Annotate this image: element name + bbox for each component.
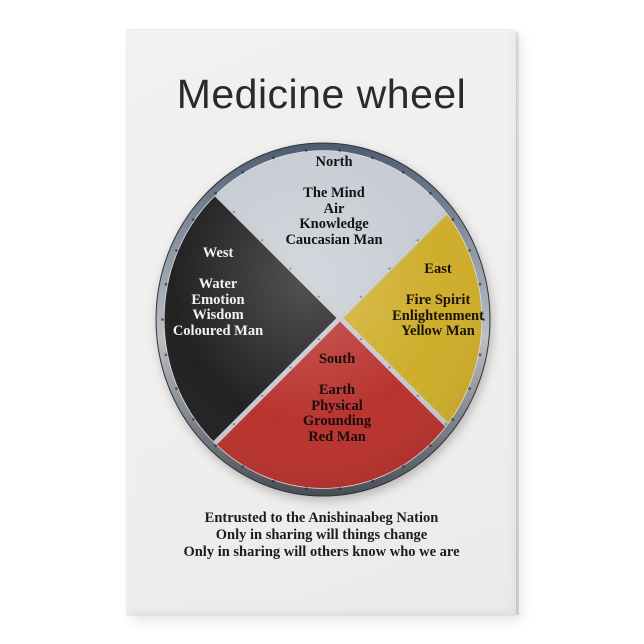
rim-rivets xyxy=(161,149,485,490)
quadrant-item: Enlightenment xyxy=(392,307,484,324)
quadrant-item: Earth xyxy=(318,382,356,399)
footer-line: Only in sharing will things change xyxy=(215,526,428,543)
quadrant-direction-north: North xyxy=(315,154,353,170)
quadrant-item: Water xyxy=(198,276,238,293)
quadrant-item: Coloured Man xyxy=(172,322,264,339)
medicine-wheel-graphic xyxy=(155,142,491,497)
quadrant-direction-south: South xyxy=(318,351,356,367)
quadrant-item: Knowledge xyxy=(299,216,369,233)
quadrant-item: Red Man xyxy=(308,428,366,445)
canvas-side-edge xyxy=(516,32,519,615)
quadrant-item: Wisdom xyxy=(192,307,244,324)
poster-footer: Entrusted to the Anishinaabeg Nation Onl… xyxy=(127,510,516,560)
poster-title: Medicine wheel xyxy=(176,71,467,117)
quadrant-item: Emotion xyxy=(191,291,245,308)
poster-canvas: Medicine wheel xyxy=(127,30,516,615)
quadrant-east: East Fire Spirit Enlightenment Yellow Ma… xyxy=(358,261,518,340)
quadrant-north: North The Mind Air Knowledge Caucasian M… xyxy=(234,154,434,248)
footer-line: Only in sharing will others know who we … xyxy=(183,543,460,560)
quadrant-west: West Water Emotion Wisdom Coloured Man xyxy=(138,245,298,339)
quadrant-item: Caucasian Man xyxy=(285,231,383,248)
quadrant-item: The Mind xyxy=(303,185,365,202)
quadrant-item: Physical xyxy=(311,397,363,414)
wheel-shading xyxy=(164,151,482,488)
medicine-wheel xyxy=(154,141,492,498)
quadrant-item: Air xyxy=(323,200,345,217)
quadrant-south: South Earth Physical Grounding Red Man xyxy=(237,351,437,445)
quadrant-direction-west: West xyxy=(202,245,234,261)
quadrant-item: Grounding xyxy=(302,413,372,430)
quadrant-direction-east: East xyxy=(424,261,452,277)
quadrant-item: Fire Spirit xyxy=(405,292,471,309)
footer-line: Entrusted to the Anishinaabeg Nation xyxy=(204,510,439,526)
quadrant-item: Yellow Man xyxy=(401,323,475,340)
